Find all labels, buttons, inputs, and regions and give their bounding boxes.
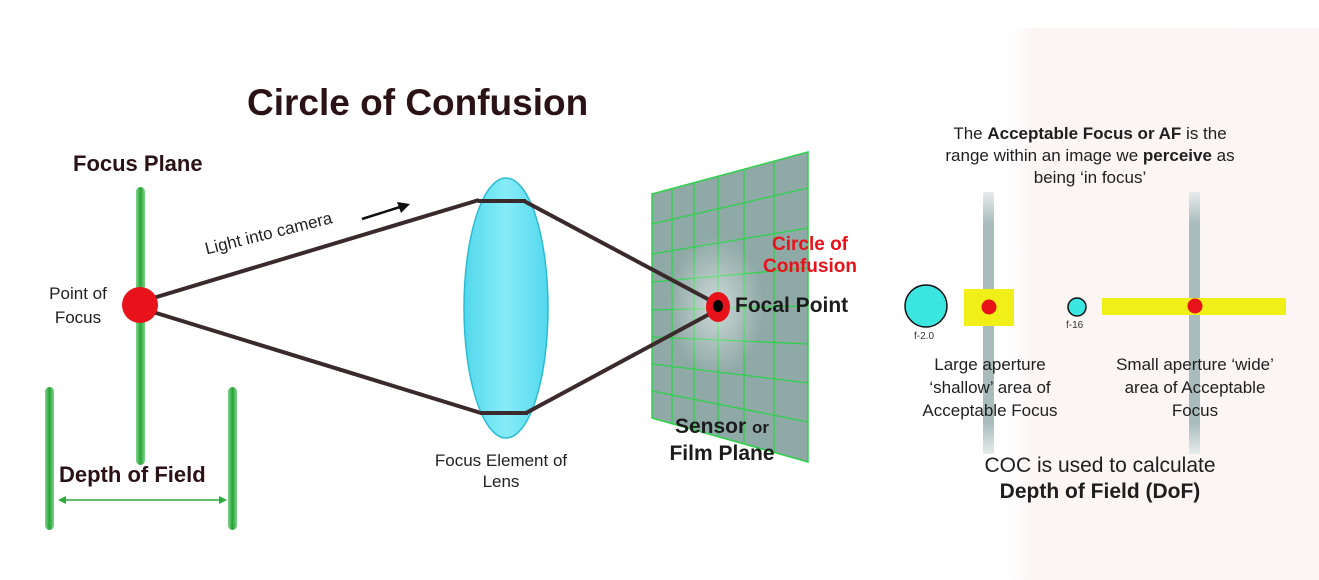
page-title: Circle of Confusion (247, 82, 589, 123)
focal-point-label: Focal Point (735, 294, 849, 317)
aperture-small-label: f-16 (1066, 320, 1084, 331)
af-note-bold-2: perceive (1142, 146, 1212, 165)
direction-arrow (361, 205, 401, 221)
focus-plane-bar (136, 187, 145, 465)
sensor-label-or: or (752, 418, 770, 437)
dof-near-bar (45, 387, 54, 530)
acceptable-focus-note: The Acceptable Focus or AF is the range … (930, 123, 1250, 189)
af-note-part-2: is the range within an image we (945, 124, 1227, 165)
af-pole-small (1189, 192, 1200, 454)
small-aperture-caption: Small aperture ‘wide’ area of Acceptable… (1116, 355, 1274, 420)
ray-top-in (139, 198, 480, 304)
coc-note-bold: Depth of Field (DoF) (999, 480, 1201, 503)
aperture-large-label: f-2.0 (914, 331, 935, 342)
af-focus-dot-large (981, 299, 997, 315)
ray-bottom-out (525, 308, 718, 415)
depth-of-field-label: Depth of Field (59, 462, 206, 487)
lens-label: Focus Element of Lens (434, 451, 568, 491)
focus-plane-label: Focus Plane (73, 151, 203, 176)
af-focus-dot-small (1187, 298, 1203, 314)
direction-arrow-head (397, 202, 410, 213)
af-note-bold-1: Acceptable Focus or AF (987, 124, 1182, 143)
af-note-part-3: as being ‘in focus’ (1033, 146, 1235, 187)
focal-point-dot (713, 300, 723, 312)
sensor-label-film-plane: Film Plane (669, 442, 775, 465)
lens-element (463, 177, 549, 439)
aperture-large-icon (904, 284, 948, 328)
af-note-part-1: The (953, 124, 988, 143)
ray-bottom-in (139, 306, 482, 415)
large-aperture-caption: Large aperture ‘shallow’ area of Accepta… (922, 355, 1058, 420)
sensor-label-main: Sensor (674, 415, 747, 438)
ray-top-out (523, 199, 718, 306)
dof-arrow-left-head (58, 496, 66, 504)
circle-of-confusion-label: Circle of Confusion (763, 234, 857, 277)
aperture-small-icon (1067, 297, 1087, 317)
point-of-focus-label: Point of Focus (49, 284, 107, 327)
dof-far-bar (228, 387, 237, 530)
coc-note-line-1: COC is used to calculate (984, 454, 1216, 477)
dof-arrow-right-head (219, 496, 227, 504)
point-of-focus (122, 287, 158, 323)
